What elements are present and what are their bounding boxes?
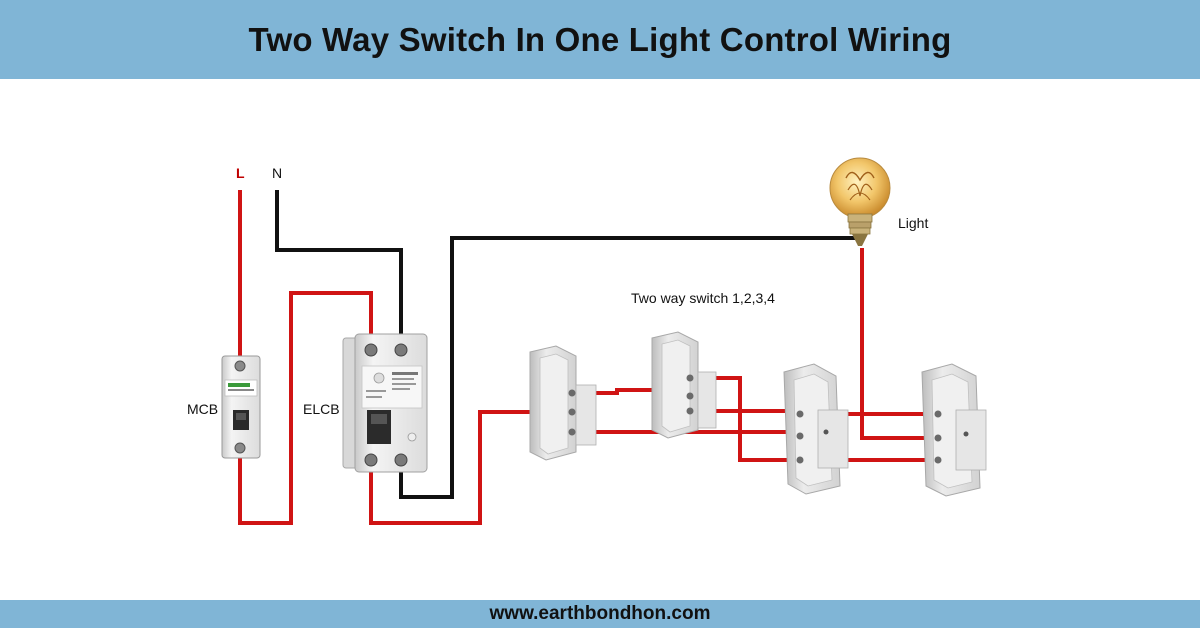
mcb-device [221, 355, 261, 459]
mcb-label: MCB [187, 401, 218, 417]
neutral-wire-to-light [399, 236, 860, 499]
switches-label: Two way switch 1,2,3,4 [631, 290, 775, 306]
switched-live-to-light [860, 248, 938, 440]
two-way-switch-1 [529, 345, 597, 461]
live-wire-mcb-to-elcb [238, 291, 373, 525]
title-banner: Two Way Switch In One Light Control Wiri… [0, 0, 1200, 79]
light-label: Light [898, 215, 928, 231]
elcb-label: ELCB [303, 401, 340, 417]
live-label: L [236, 165, 245, 181]
two-way-switch-4 [921, 363, 987, 497]
two-way-switch-2 [651, 331, 717, 439]
website-link[interactable]: www.earthbondhon.com [489, 603, 711, 624]
light-bulb-icon [829, 157, 891, 246]
footer-banner: www.earthbondhon.com [0, 600, 1200, 628]
page-title: Two Way Switch In One Light Control Wiri… [248, 20, 952, 58]
elcb-device [342, 333, 428, 473]
two-way-switch-3 [783, 363, 849, 495]
neutral-label: N [272, 165, 282, 181]
live-wire-elcb-to-switch1 [369, 410, 570, 525]
neutral-wire-supply [275, 190, 403, 343]
